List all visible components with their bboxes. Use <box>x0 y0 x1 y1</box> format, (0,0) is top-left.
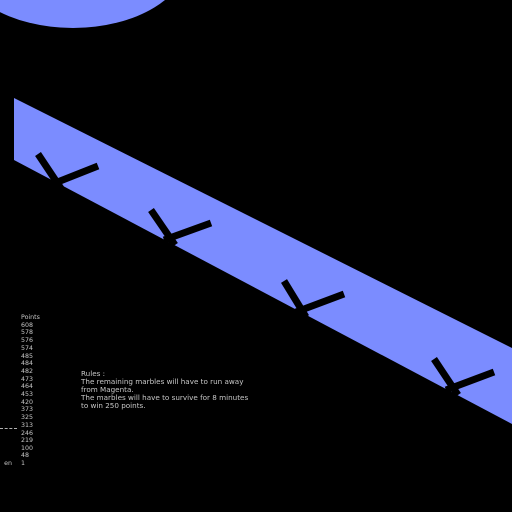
clipped-name-list: en <box>0 437 12 468</box>
rules-line: The marbles will have to survive for 8 m… <box>81 393 249 402</box>
score-entry: 48 <box>21 452 30 460</box>
score-entry: 578 <box>21 329 34 337</box>
rules-line: from Magenta. <box>81 385 134 394</box>
sloped-track <box>14 98 512 424</box>
score-entry: 484 <box>21 360 34 368</box>
scoreboard: Points 608 578 576 574 485 484 482 473 4… <box>0 314 60 474</box>
score-entry: 373 <box>21 406 34 414</box>
score-entry: 473 <box>21 375 34 383</box>
scoreboard-header: Points <box>21 314 40 321</box>
score-entry: 482 <box>21 367 34 375</box>
scoreboard-separator <box>0 428 17 429</box>
score-entry: 100 <box>21 444 34 452</box>
rules-title: Rules : <box>81 369 106 378</box>
rules-line: to win 250 points. <box>81 401 146 410</box>
clipped-name <box>0 437 12 445</box>
track-obstacle-1 <box>35 152 100 192</box>
score-entry: 574 <box>21 344 34 352</box>
score-entry: 325 <box>21 414 34 422</box>
score-entry: 608 <box>21 321 34 329</box>
rules-panel: Rules : The remaining marbles will have … <box>81 370 281 410</box>
score-entry: 420 <box>21 398 34 406</box>
score-entry: 464 <box>21 383 34 391</box>
score-entry: 576 <box>21 337 34 345</box>
track-obstacle-4 <box>431 357 496 397</box>
rules-line: The remaining marbles will have to run a… <box>81 377 244 386</box>
clipped-name <box>0 445 12 453</box>
clipped-name: en <box>4 460 12 468</box>
clipped-name <box>0 452 12 460</box>
score-entry: 1 <box>21 460 26 468</box>
score-entry: 219 <box>21 437 34 444</box>
score-entry: 485 <box>21 352 34 360</box>
track-obstacle-2 <box>148 208 213 247</box>
track-obstacle-3 <box>281 279 346 319</box>
score-entry: 246 <box>21 429 34 437</box>
score-entry: 453 <box>21 391 34 399</box>
top-blue-disc <box>0 0 165 28</box>
score-entry: 313 <box>21 421 34 429</box>
score-list: 608 578 576 574 485 484 482 473 464 453 … <box>21 322 33 438</box>
lower-score-list: 219 100 48 1 <box>21 437 33 468</box>
